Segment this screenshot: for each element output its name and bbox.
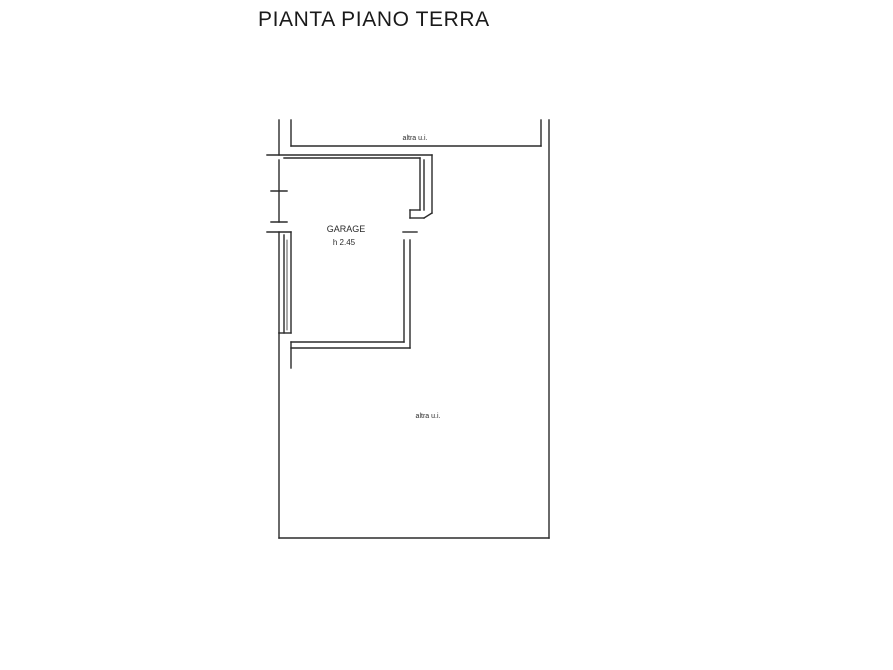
garage-height-label: h 2.45	[333, 238, 356, 247]
garage-left-wall	[266, 231, 292, 334]
garage-right-wall	[402, 154, 433, 349]
garage-label: GARAGE	[327, 224, 366, 234]
garage-bottom-wall	[290, 341, 411, 369]
garage-top-wall	[266, 154, 433, 159]
plan-title: PIANTA PIANO TERRA	[258, 8, 490, 31]
top-strip-label: altra u.i.	[403, 135, 428, 142]
large-area-label: altra u.i.	[416, 413, 441, 420]
top-strip-outline	[278, 119, 542, 156]
garage-door-ticks	[270, 159, 288, 223]
